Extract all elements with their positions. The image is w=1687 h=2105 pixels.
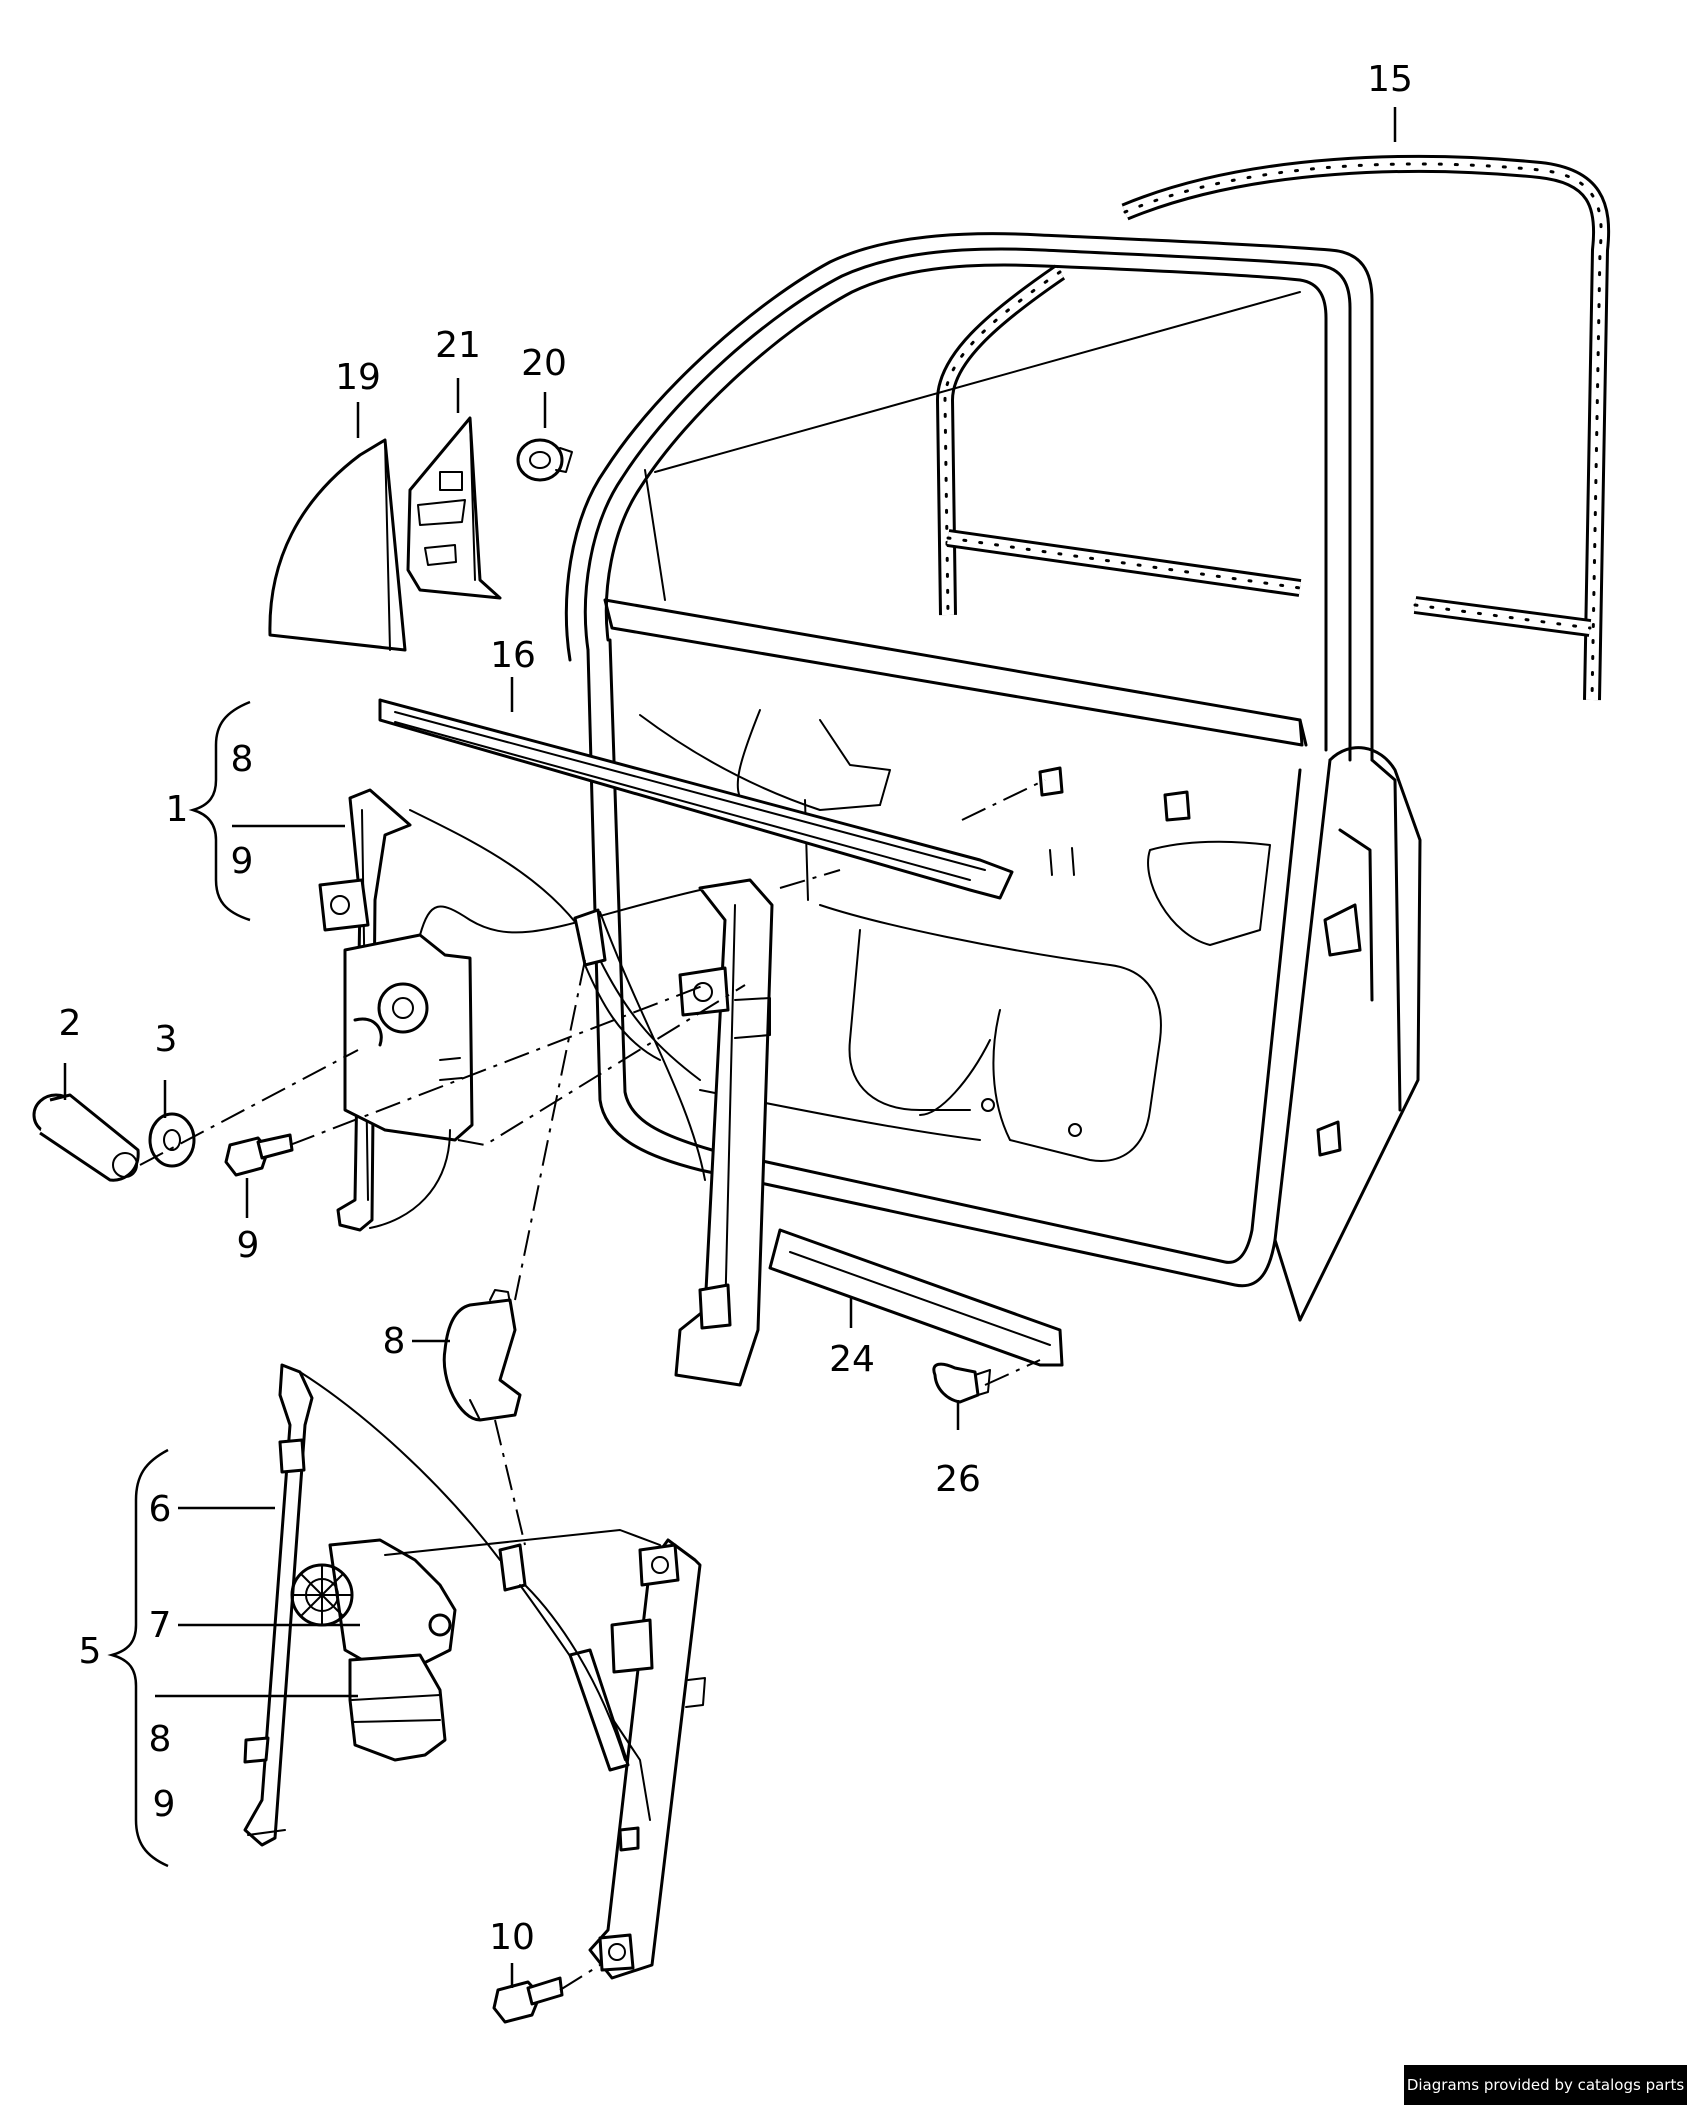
callout-8-bracket: 8 <box>382 1321 406 1362</box>
callout-26: 26 <box>935 1459 981 1500</box>
crank-handle-part-2 <box>32 1093 140 1182</box>
bolt-part-9-upper <box>224 1133 294 1177</box>
manual-window-regulator <box>318 788 774 1387</box>
grommet-part-20 <box>516 438 573 482</box>
credit-badge: Diagrams provided by catalogs parts <box>1404 2065 1687 2105</box>
assembly-lines <box>139 779 1046 1991</box>
callout-8-upper-brace: 8 <box>230 739 254 780</box>
mirror-bracket-part-21 <box>406 416 502 600</box>
sill-strip-part-24 <box>768 1228 1064 1367</box>
callout-3: 3 <box>154 1019 178 1060</box>
electric-window-regulator <box>243 1363 706 1980</box>
callout-5: 5 <box>78 1631 102 1672</box>
callout-15: 15 <box>1367 59 1413 100</box>
callout-1: 1 <box>165 789 189 830</box>
door-seal-part-15 <box>935 154 1611 702</box>
window-channel-part-16 <box>378 698 1014 900</box>
mirror-cover-part-19 <box>268 438 407 652</box>
push-clip-part-26 <box>932 1362 991 1404</box>
callout-19: 19 <box>335 357 381 398</box>
callout-20: 20 <box>521 343 567 384</box>
callout-9-lower-brace: 9 <box>152 1784 176 1825</box>
callout-7: 7 <box>148 1605 172 1646</box>
callout-2: 2 <box>58 1003 82 1044</box>
door-shell <box>564 232 1422 1322</box>
callout-leaders <box>63 107 1397 1988</box>
callout-24: 24 <box>829 1339 875 1380</box>
callout-6: 6 <box>148 1489 172 1530</box>
callout-10: 10 <box>489 1917 535 1958</box>
bolt-part-10-lower <box>492 1976 564 2024</box>
cable-bracket-part-8 <box>442 1289 522 1422</box>
callout-8-lower-brace: 8 <box>148 1719 172 1760</box>
callout-9-upper-brace: 9 <box>230 841 254 882</box>
callout-9-bolt: 9 <box>236 1225 260 1266</box>
callout-16: 16 <box>490 635 536 676</box>
callout-21: 21 <box>435 325 481 366</box>
